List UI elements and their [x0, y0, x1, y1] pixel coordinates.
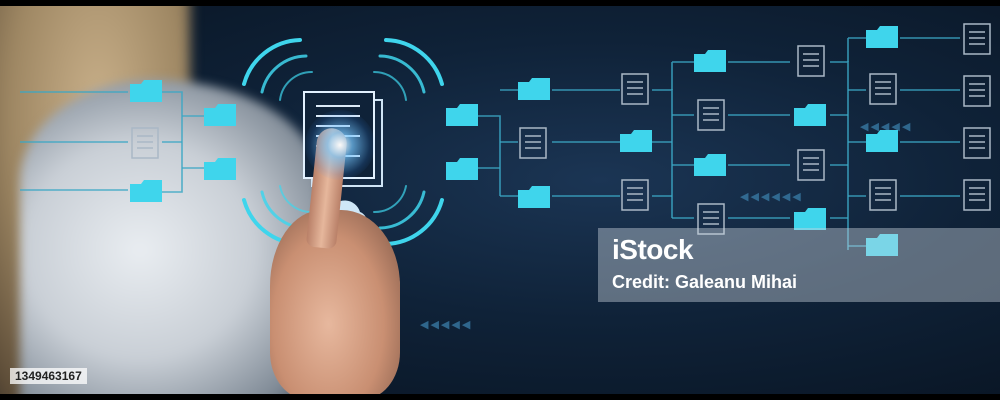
image-id-label: 1349463167 — [10, 368, 87, 384]
document-icons — [131, 23, 991, 235]
watermark-panel: iStock Credit: Galeanu Mihai — [598, 228, 1000, 302]
bottom-border — [0, 394, 1000, 400]
photo-credit: Credit: Galeanu Mihai — [612, 272, 798, 292]
scanner-frame — [242, 38, 444, 246]
top-border — [0, 0, 1000, 6]
arrow-decoration: ◀◀◀◀◀ — [420, 319, 473, 331]
right-tree-lines — [478, 37, 960, 250]
touch-glow — [305, 110, 375, 180]
folder-icons — [130, 26, 898, 256]
istock-logo: iStock — [612, 234, 694, 265]
arrow-decoration: ◀◀◀◀◀◀ — [740, 191, 803, 203]
left-tree-lines — [20, 91, 205, 193]
